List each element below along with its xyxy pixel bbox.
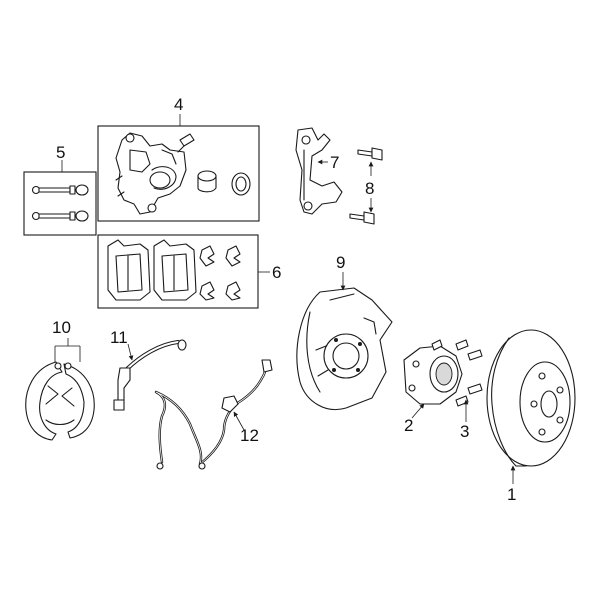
caliper-piston <box>197 170 217 193</box>
callout-2: 2 <box>404 416 413 435</box>
brake-hose <box>113 339 187 411</box>
callout-7: 7 <box>330 153 339 172</box>
abs-sensor-wire <box>154 359 273 470</box>
callout-9: 9 <box>336 253 345 272</box>
bracket-bolt-upper <box>357 147 383 161</box>
wheel-studs <box>431 339 483 407</box>
caliper-kit-box <box>97 125 260 222</box>
dust-shield <box>296 287 393 410</box>
guide-pin-group <box>23 171 97 236</box>
callout-4: 4 <box>174 95 183 114</box>
caliper-group <box>97 125 260 222</box>
caliper-body <box>115 132 187 215</box>
piston-seal <box>231 172 251 196</box>
guide-pin-upper <box>31 184 89 196</box>
bracket-bolt-lower <box>349 211 375 225</box>
caliper-bracket <box>295 127 343 215</box>
callout-5: 5 <box>56 143 65 162</box>
callout-10: 10 <box>52 318 71 337</box>
hub-bearing <box>403 345 463 405</box>
pad-clips <box>199 245 241 301</box>
callout-11: 11 <box>110 328 128 347</box>
brake-rotor <box>486 329 576 467</box>
brake-pad-left <box>107 239 151 301</box>
brake-pad-right <box>153 239 197 301</box>
guide-pin-kit-box <box>23 171 97 236</box>
callout-12: 12 <box>240 426 259 445</box>
callout-8: 8 <box>365 179 374 198</box>
callout-labels: 4 5 6 7 8 9 10 11 12 2 3 1 <box>52 95 516 504</box>
callout-1: 1 <box>507 485 516 504</box>
pad-kit-box <box>97 234 259 309</box>
leader-lines <box>54 114 516 484</box>
guide-pin-lower <box>31 210 89 222</box>
bleeder-screw <box>177 133 195 153</box>
brake-pad-group <box>97 234 259 309</box>
parking-brake-shoes <box>25 361 95 441</box>
callout-6: 6 <box>272 263 281 282</box>
callout-3: 3 <box>460 422 469 441</box>
